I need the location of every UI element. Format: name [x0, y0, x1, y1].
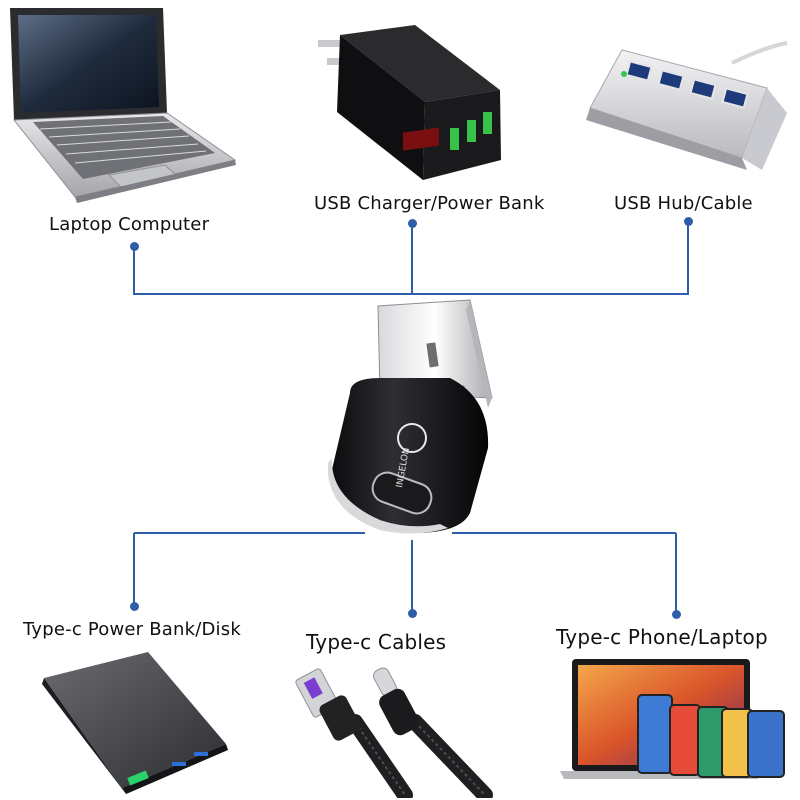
device-label-cables: Type-c Cables: [306, 630, 447, 654]
phone-laptop-icon: [560, 659, 785, 779]
device-label-usb-hub: USB Hub/Cable: [614, 193, 753, 214]
connector-dot: [130, 242, 139, 251]
connector-dot: [408, 219, 417, 228]
connector-dot: [408, 609, 417, 618]
laptop-icon: [10, 8, 237, 203]
usb-charger-icon: [318, 25, 501, 180]
connector-dot: [130, 602, 139, 611]
device-label-phone-laptop: Type-c Phone/Laptop: [556, 625, 768, 649]
usb-to-type-c-adapter-icon: INGELON: [327, 299, 493, 534]
device-label-charger: USB Charger/Power Bank: [314, 193, 545, 214]
connector-dot: [672, 610, 681, 619]
device-label-power-bank: Type-c Power Bank/Disk: [23, 619, 241, 640]
power-bank-icon: [42, 652, 228, 794]
device-label-laptop: Laptop Computer: [49, 214, 210, 235]
usb-hub-icon: [586, 41, 788, 170]
type-c-cable-icon: [295, 667, 493, 798]
connector-dot: [684, 217, 693, 226]
